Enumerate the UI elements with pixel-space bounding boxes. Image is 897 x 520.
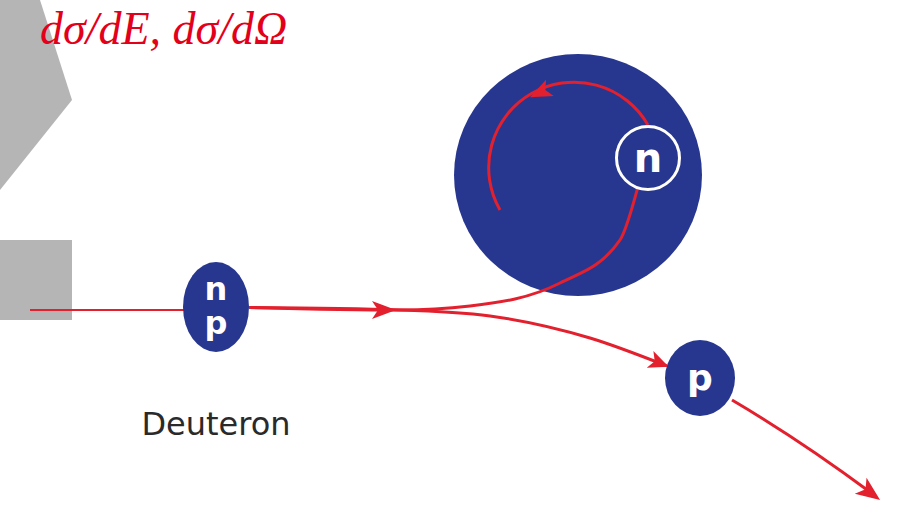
deuteron-ellipse: npDeuteron [183, 262, 249, 352]
proton-track [732, 400, 870, 492]
particle-symbol: p [687, 359, 713, 397]
proton-arrowhead [855, 478, 886, 508]
proton-ellipse: p [665, 340, 735, 416]
node-text-group: n [634, 137, 662, 179]
nucleus [454, 54, 702, 296]
particle-symbol: p [205, 307, 228, 341]
trajectory-connector [249, 308, 667, 366]
gray-block [0, 240, 72, 320]
cross-section-label: dσ/dE, dσ/dΩ [40, 2, 287, 55]
node-caption: Deuteron [141, 405, 290, 443]
neutron-circle: n [615, 125, 681, 191]
orbit-arrowhead [526, 80, 554, 106]
particle-symbol: n [205, 273, 228, 307]
node-text-group: p [687, 359, 713, 397]
particle-symbol: n [634, 137, 662, 179]
node-text-group: np [205, 273, 228, 340]
trajectory-connector [249, 189, 637, 310]
beam-line [30, 309, 186, 311]
